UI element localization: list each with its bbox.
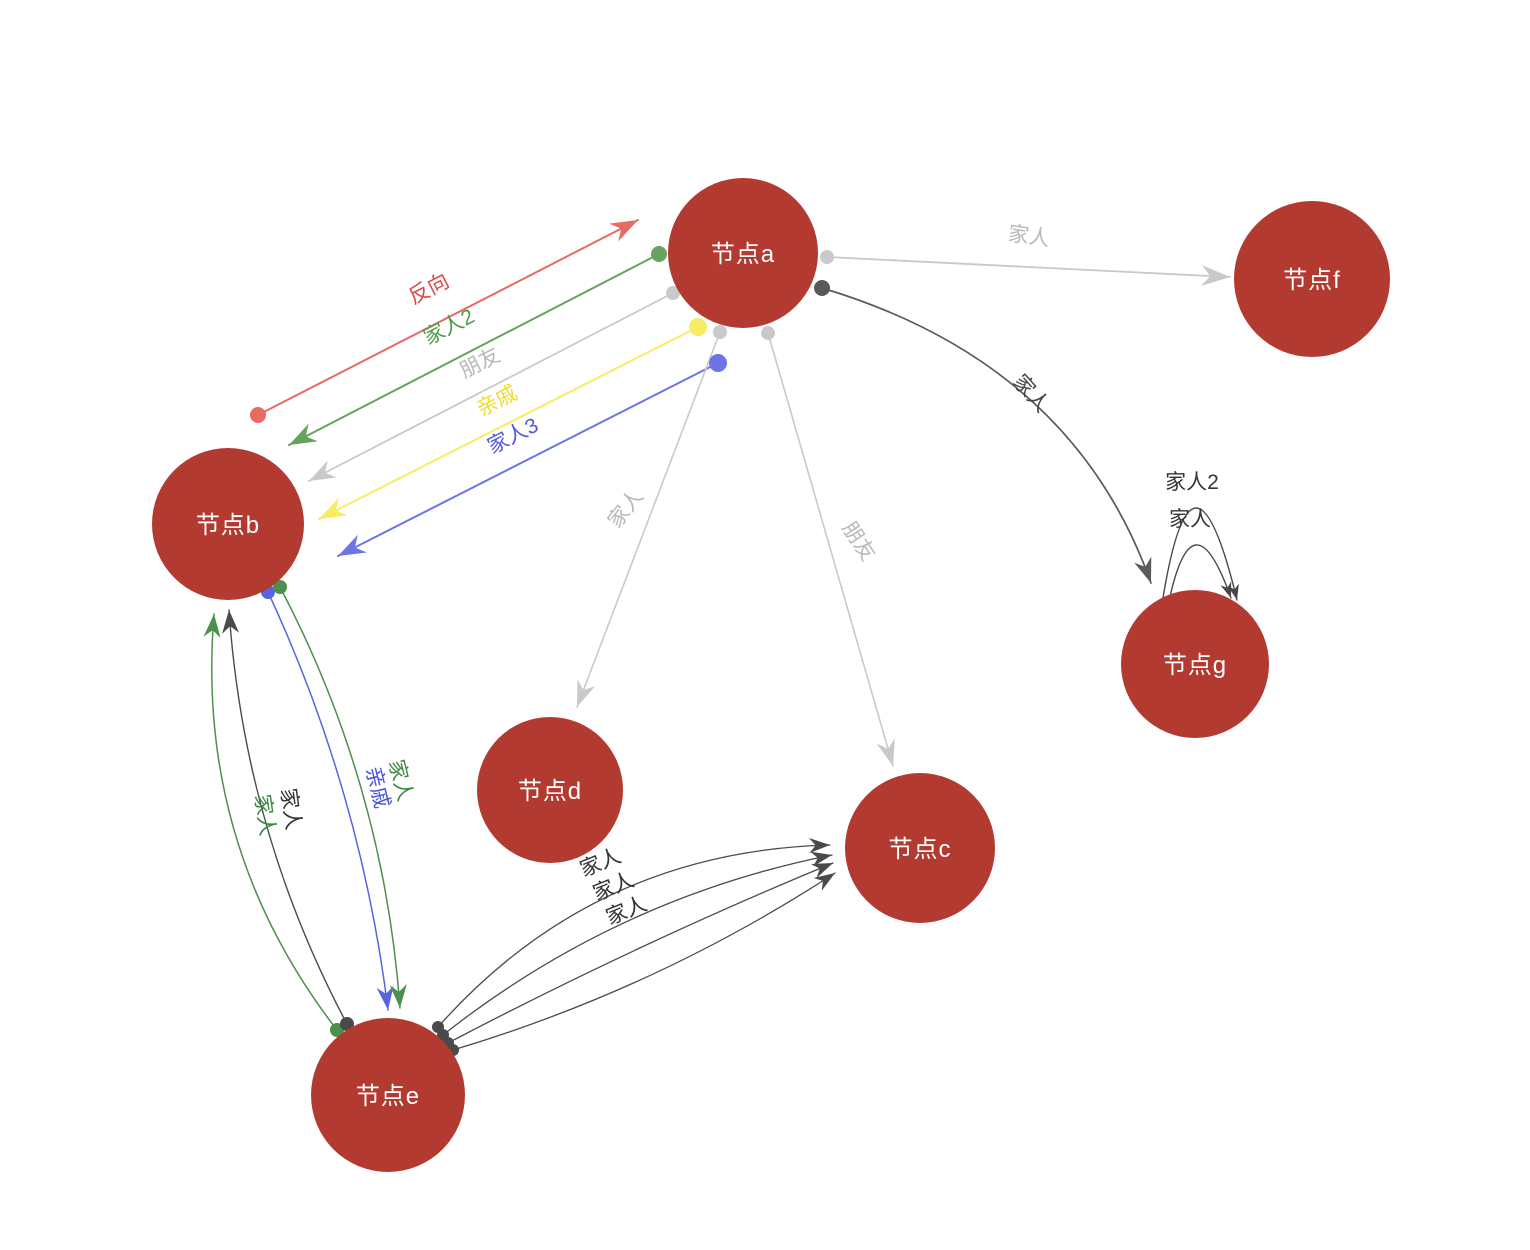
arrowhead-ab-pengyou xyxy=(309,460,337,481)
edge-ac-pengyou[interactable] xyxy=(767,332,894,767)
edge-label-ag-jiaren: 家人 xyxy=(1008,370,1053,417)
arrowhead-ba-fanxiang xyxy=(609,220,638,242)
edge-source-dot-be-jiaren xyxy=(273,580,287,594)
edge-be-qinqi[interactable] xyxy=(267,591,389,1011)
edge-source-dot-ab-pengyou xyxy=(666,286,680,300)
arrowhead-ec-jiaren-3 xyxy=(810,863,833,878)
edge-ba-fanxiang[interactable] xyxy=(257,219,639,416)
node-g-circle[interactable] xyxy=(1121,590,1269,738)
node-c-label: 节点c xyxy=(889,836,952,863)
arrowhead-be-qinqi xyxy=(376,985,394,1010)
node-a-label: 节点a xyxy=(711,241,775,268)
node-b-circle[interactable] xyxy=(152,448,304,600)
edge-label-ab-pengyou: 朋友 xyxy=(456,343,504,383)
arrowhead-ec-4 xyxy=(813,873,835,891)
edge-source-dot-ab-jiaren2 xyxy=(651,246,667,262)
arrowhead-ac-pengyou xyxy=(876,738,895,766)
edge-label-ab-jiaren2: 家人2 xyxy=(420,305,478,350)
arrowhead-ec-jiaren-2 xyxy=(810,851,832,867)
node-d-label: 节点d xyxy=(518,778,582,805)
node-a-circle[interactable] xyxy=(668,178,818,328)
arrowhead-ab-jiaren3 xyxy=(338,534,367,556)
edge-source-dot-ac-pengyou xyxy=(761,326,775,340)
edge-ab-jiaren3[interactable] xyxy=(337,362,719,557)
arrowhead-eb-jiaren-black xyxy=(222,610,240,634)
edge-ab-jiaren2[interactable] xyxy=(288,253,660,446)
edge-label-af-jiaren: 家人 xyxy=(1007,222,1052,251)
edge-source-dot-ba-fanxiang xyxy=(250,407,266,423)
edge-label-g-loop-jiaren2: 家人2 xyxy=(1165,471,1219,494)
edge-g-loop-jiaren2[interactable] xyxy=(1161,507,1238,605)
edge-label-ba-fanxiang: 反向 xyxy=(405,269,453,309)
nodes-layer: 节点a 节点b 节点c 节点d 节点e 节点f 节点g xyxy=(152,178,1390,1172)
edge-source-dot-af-jiaren xyxy=(820,250,834,264)
arrowhead-g-loop-jiaren xyxy=(1220,581,1232,598)
arrowhead-eb-jiaren-green xyxy=(203,614,221,639)
edge-source-dot-ag-jiaren xyxy=(814,280,830,296)
edge-af-jiaren[interactable] xyxy=(826,256,1231,278)
node-b-label: 节点b xyxy=(196,512,260,539)
edge-g-loop-jiaren[interactable] xyxy=(1167,544,1232,607)
node-g-label: 节点g xyxy=(1163,652,1227,679)
node-f-circle[interactable] xyxy=(1234,201,1390,357)
arrowhead-ab-jiaren2 xyxy=(289,423,318,445)
edge-label-ad-jiaren: 家人 xyxy=(604,485,648,532)
edge-ec-jiaren-3[interactable] xyxy=(447,862,834,1044)
arrowhead-be-jiaren xyxy=(389,984,407,1008)
edge-ec-jiaren-1[interactable] xyxy=(437,844,831,1028)
edge-label-eb-jiaren-black: 家人 xyxy=(276,787,305,832)
edge-source-dot-eb-jiaren-black xyxy=(340,1017,354,1031)
arrowhead-ab-qinqi xyxy=(319,497,348,519)
edge-ab-pengyou[interactable] xyxy=(308,292,674,482)
edge-ec-4[interactable] xyxy=(452,872,836,1051)
edge-label-eb-jiaren-green: 家人 xyxy=(250,793,279,838)
edge-markers-layer xyxy=(203,220,1239,1056)
node-f-label: 节点f xyxy=(1283,267,1341,294)
arrowhead-ec-jiaren-1 xyxy=(809,837,830,854)
edge-label-ac-pengyou: 朋友 xyxy=(837,518,880,566)
edge-label-g-loop-jiaren: 家人 xyxy=(1169,508,1211,531)
edge-eb-jiaren-black[interactable] xyxy=(228,609,348,1025)
edge-be-jiaren[interactable] xyxy=(279,586,401,1009)
arrowhead-af-jiaren xyxy=(1200,265,1230,287)
edge-source-dot-ab-jiaren3 xyxy=(709,354,727,372)
node-e-circle[interactable] xyxy=(311,1018,465,1172)
arrowhead-ag-jiaren xyxy=(1134,556,1152,583)
edge-ec-jiaren-2[interactable] xyxy=(442,854,833,1036)
arrowhead-ad-jiaren xyxy=(577,679,596,707)
edge-eb-jiaren-green[interactable] xyxy=(211,613,338,1031)
edge-ad-jiaren[interactable] xyxy=(576,331,721,708)
edge-ab-qinqi[interactable] xyxy=(318,326,699,520)
edge-source-dot-ab-qinqi xyxy=(689,318,707,336)
node-d-circle[interactable] xyxy=(477,717,623,863)
node-c-circle[interactable] xyxy=(845,773,995,923)
edge-labels-layer: 反向家人2朋友亲戚家人3家人家人朋友家人家人2家人家人家人亲戚家人家人家人家人 xyxy=(250,222,1219,929)
edge-ag-jiaren[interactable] xyxy=(821,287,1152,584)
edge-source-dot-ad-jiaren xyxy=(713,325,727,339)
edges-layer xyxy=(211,219,1238,1051)
node-e-label: 节点e xyxy=(356,1083,420,1110)
edge-label-ab-qinqi: 亲戚 xyxy=(473,381,521,421)
